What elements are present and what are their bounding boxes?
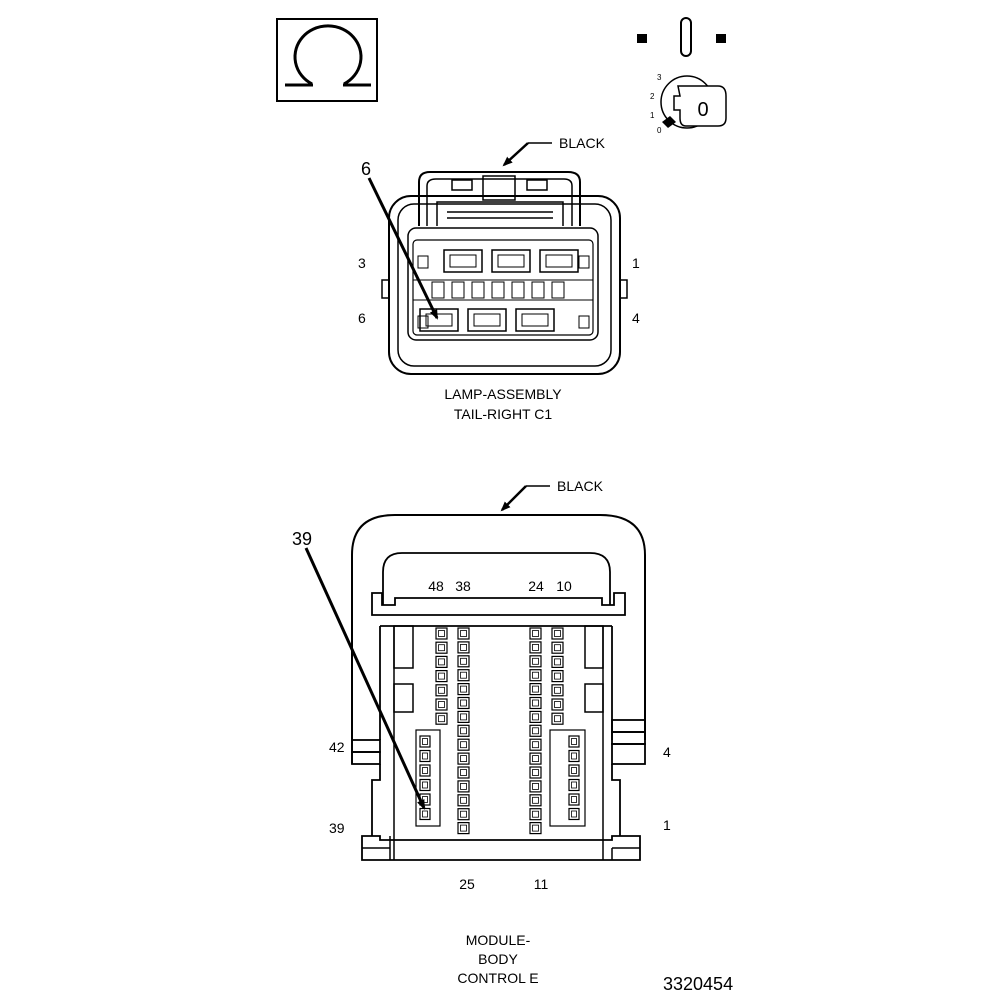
e-cavity-col-d-cell — [551, 698, 564, 711]
e-cavity-col-c-cell — [529, 696, 542, 710]
c1-pin-4 — [515, 308, 555, 332]
c1-pin-1 — [539, 249, 579, 273]
connector-e: BLACK — [292, 478, 671, 986]
e-cavity-col-c-cell — [529, 794, 542, 807]
e-cavity-col-d-cell — [551, 712, 564, 725]
e-cavity-col-b-cell — [457, 655, 470, 668]
connector-c1: BLACK — [358, 135, 640, 422]
ignition-position-1: 1 — [650, 111, 655, 120]
e-cavity-col-b-cell — [457, 752, 470, 765]
e-cavity-col-c-cell — [529, 738, 542, 751]
e-cavity-col-b-cell — [457, 766, 470, 779]
e-cavity-lower-right-cell — [568, 764, 580, 777]
c1-pin-3 — [443, 249, 483, 273]
c1-pin-6 — [419, 308, 459, 332]
e-pin-label-42: 42 — [329, 739, 345, 755]
e-cavity-col-c-cell — [529, 655, 542, 668]
c1-pin-label-6: 6 — [358, 310, 366, 326]
e-cavity-col-c-cell — [529, 766, 542, 779]
e-cavity-col-c-cell — [529, 724, 542, 737]
e-cavity-col-a-cell — [435, 669, 448, 683]
e-cavity-col-b-cell — [457, 724, 470, 737]
c1-color-label: BLACK — [559, 135, 606, 151]
e-cavity-col-d-cell — [551, 655, 564, 669]
e-pin-label-1: 1 — [663, 817, 671, 833]
e-cavity-col-c-cell — [529, 808, 542, 821]
c1-name-line1: LAMP-ASSEMBLY — [444, 386, 562, 402]
e-cavity-lower-left-cell — [419, 749, 431, 763]
e-pin-label-10: 10 — [556, 578, 572, 594]
e-cavity-col-c-cell — [529, 710, 542, 724]
e-cavity-lower-left-cell — [419, 778, 431, 792]
e-name-line3: CONTROL E — [457, 970, 538, 986]
e-cavity-col-c-cell — [529, 641, 542, 654]
e-cavity-col-b-cell — [457, 641, 470, 654]
c1-name-line2: TAIL-RIGHT C1 — [454, 406, 552, 422]
e-cavity-lower-right-cell — [568, 735, 580, 748]
e-name-line2: BODY — [478, 951, 518, 967]
key-position-label: 0 — [697, 99, 708, 121]
e-cavity-col-a-cell — [435, 655, 448, 669]
e-pin-label-11: 11 — [534, 876, 549, 892]
e-cavity-col-b-cell — [457, 738, 470, 751]
e-pin-label-4: 4 — [663, 744, 671, 760]
figure-id: 3320454 — [663, 974, 733, 994]
e-cavity-col-d-cell — [551, 627, 564, 640]
e-cavity-lower-right-cell — [568, 807, 580, 821]
e-cavity-col-b-cell — [457, 669, 470, 682]
e-pin-label-48: 48 — [428, 578, 444, 594]
e-cavity-col-b-cell — [457, 780, 470, 793]
e-name-line1: MODULE- — [466, 932, 531, 948]
e-cavity-col-b-cell — [457, 696, 470, 710]
e-cavity-col-a-cell — [435, 627, 448, 640]
e-pin-label-39: 39 — [329, 820, 345, 836]
e-cavity-col-d-cell — [551, 684, 564, 697]
e-cavity-col-b-cell — [457, 710, 470, 724]
e-cavity-col-b-cell — [457, 821, 470, 835]
ohm-icon — [276, 18, 378, 102]
e-cavity-col-b-cell — [457, 794, 470, 807]
e-cavity-col-c-cell — [529, 821, 542, 835]
e-pin-label-38: 38 — [455, 578, 471, 594]
e-cavity-col-c-cell — [529, 627, 542, 640]
e-pin-cavities — [419, 627, 580, 835]
e-cavity-lower-left-cell — [419, 735, 431, 748]
e-cavity-col-b-cell — [457, 808, 470, 821]
e-pin-label-25: 25 — [459, 876, 475, 892]
e-color-label: BLACK — [557, 478, 604, 494]
ignition-off-icon: 0 3 2 1 0 — [637, 17, 727, 135]
c1-pin-2 — [491, 249, 531, 273]
e-cavity-col-c-cell — [529, 669, 542, 682]
e-cavity-col-b-cell — [457, 682, 470, 696]
e-cavity-lower-right-cell — [568, 749, 580, 763]
e-pin-label-24: 24 — [528, 578, 544, 594]
e-cavity-col-c-cell — [529, 752, 542, 765]
e-cavity-col-b-cell — [457, 627, 470, 640]
e-cavity-col-c-cell — [529, 682, 542, 696]
e-cavity-col-a-cell — [435, 684, 448, 697]
e-cavity-col-a-cell — [435, 641, 448, 654]
ignition-position-3: 3 — [657, 73, 662, 82]
c1-callout-pin: 6 — [361, 159, 371, 179]
ignition-position-2: 2 — [650, 92, 655, 101]
e-cavity-lower-right-cell — [568, 778, 580, 792]
e-cavity-col-a-cell — [435, 698, 448, 711]
e-cavity-lower-left-cell — [419, 764, 431, 777]
c1-pin-label-1: 1 — [632, 255, 640, 271]
e-cavity-col-a-cell — [435, 712, 448, 725]
c1-pin-label-3: 3 — [358, 255, 366, 271]
ignition-position-0: 0 — [657, 126, 662, 135]
c1-pin-label-4: 4 — [632, 310, 640, 326]
c1-pin-5 — [467, 308, 507, 332]
e-cavity-lower-right-cell — [568, 793, 580, 806]
e-cavity-col-c-cell — [529, 780, 542, 793]
e-callout-pin: 39 — [292, 529, 312, 549]
e-cavity-lower-left-cell — [419, 807, 431, 821]
e-cavity-col-d-cell — [551, 641, 564, 654]
e-cavity-col-d-cell — [551, 669, 564, 683]
